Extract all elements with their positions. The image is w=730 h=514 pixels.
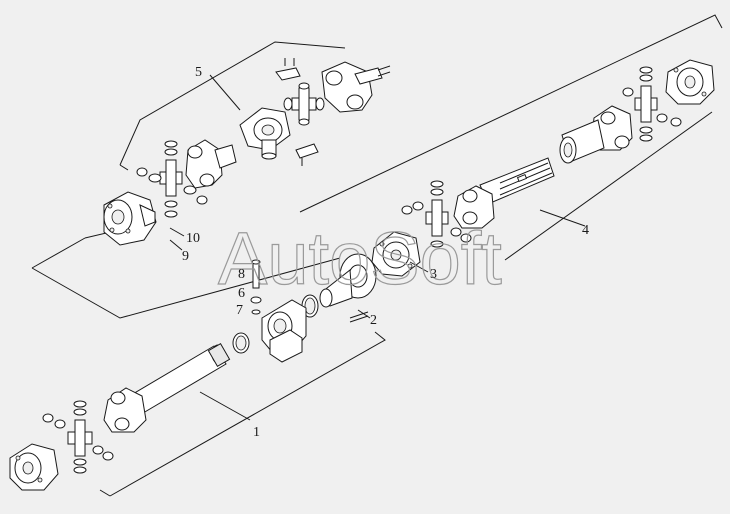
bolt-2 bbox=[349, 311, 369, 323]
stud-6-8 bbox=[250, 259, 262, 315]
group-frame-5 bbox=[119, 41, 346, 171]
hub-flange bbox=[319, 253, 377, 308]
leader-lines bbox=[169, 74, 586, 421]
tube-lower bbox=[125, 343, 231, 417]
callout-8: 8 bbox=[238, 267, 245, 282]
cross-center-upper bbox=[275, 58, 325, 166]
companion-flange-upper bbox=[239, 107, 291, 160]
callout-2: 2 bbox=[370, 313, 377, 328]
callout-5: 5 bbox=[195, 65, 202, 80]
flange-right-top bbox=[665, 59, 715, 105]
callout-9: 9 bbox=[182, 249, 189, 264]
watermark-text: AutoSoft bbox=[218, 217, 502, 300]
assembly-1 bbox=[9, 343, 231, 491]
flange-center bbox=[371, 231, 421, 277]
flange-left-upper bbox=[103, 191, 157, 246]
bearing-housing bbox=[261, 299, 307, 363]
slip-yoke-right bbox=[559, 105, 633, 164]
callout-4: 4 bbox=[582, 223, 589, 238]
yoke-upper bbox=[185, 139, 237, 189]
cross-right-lower bbox=[401, 180, 472, 248]
slip-yoke-upper bbox=[321, 61, 391, 113]
flange-lower-left bbox=[9, 443, 59, 491]
yoke-lower bbox=[103, 387, 147, 433]
assembly-5 bbox=[103, 58, 391, 246]
callout-10: 10 bbox=[186, 231, 200, 246]
callout-3: 3 bbox=[430, 267, 437, 282]
group-frame-1 bbox=[99, 331, 386, 497]
yoke-right-lower bbox=[453, 185, 495, 229]
center-bearing-area bbox=[232, 253, 377, 363]
assembly-4 bbox=[371, 59, 715, 277]
cross-lower bbox=[42, 400, 114, 474]
cross-upper bbox=[136, 140, 208, 218]
cross-right-top bbox=[622, 66, 682, 142]
callout-6: 6 bbox=[238, 286, 245, 301]
callout-1: 1 bbox=[253, 425, 260, 440]
callout-7: 7 bbox=[236, 303, 243, 318]
